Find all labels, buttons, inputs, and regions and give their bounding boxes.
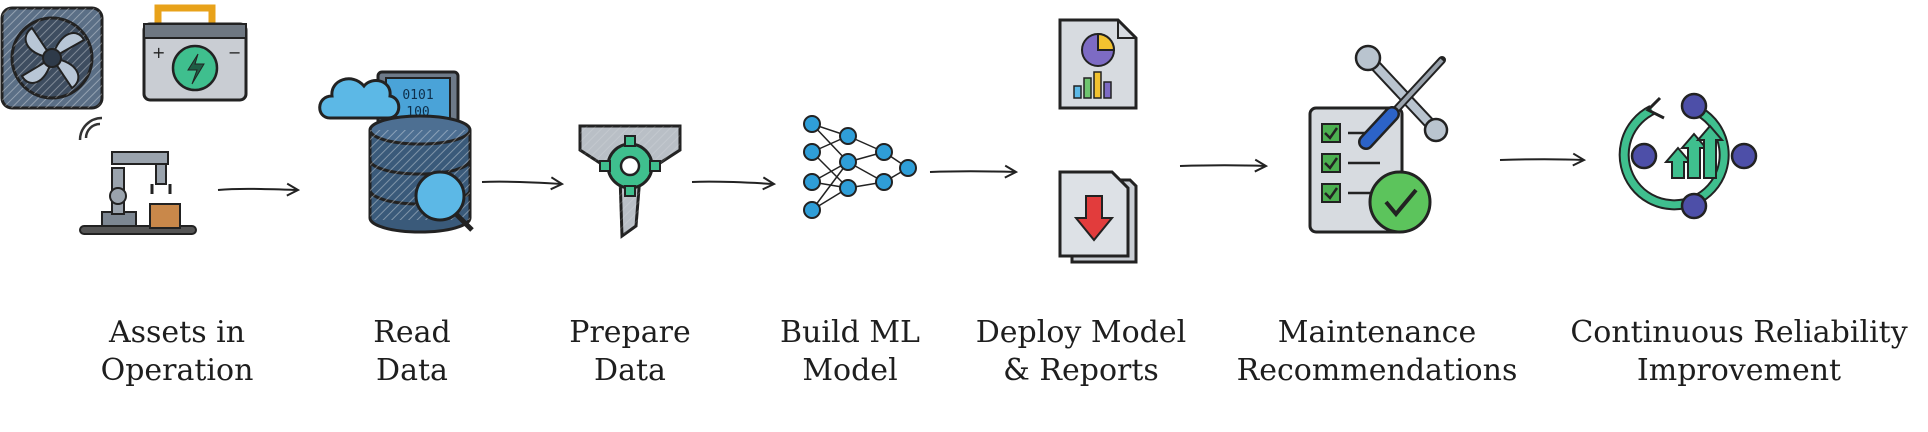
fan-icon [0, 6, 104, 110]
robot-arm-icon [78, 116, 197, 235]
battery-icon: + − [142, 4, 248, 102]
step-label-line: Assets in [108, 315, 246, 350]
step-label-maintenance-recommendations: Maintenance Recommendations [1222, 314, 1532, 390]
step-label-prepare-data: Prepare Data [560, 314, 700, 390]
flow-arrow [1179, 165, 1266, 166]
svg-text:−: − [228, 43, 241, 62]
step-label-line: Prepare [569, 315, 691, 350]
flow-arrow [929, 171, 1016, 172]
step-label-assets-in-operation: Assets in Operation [72, 314, 282, 390]
step-label-line: Build ML [780, 315, 920, 350]
flow-arrow [217, 189, 298, 190]
wrench-screwdriver-icon [1354, 44, 1449, 150]
step-label-line: Improvement [1636, 353, 1842, 388]
step-label-line: Data [594, 353, 666, 388]
flow-arrow [691, 182, 774, 184]
reports-icon [1058, 18, 1138, 264]
neural-network-icon [803, 115, 917, 219]
improvement-cycle-icon [1618, 92, 1758, 220]
step-label-line: Read [373, 315, 451, 350]
flow-arrow [1499, 159, 1584, 160]
flow-arrow [481, 182, 562, 184]
step-label-build-ml-model: Build ML Model [770, 314, 930, 390]
funnel-gear-icon [578, 124, 682, 239]
step-label-deploy-model-reports: Deploy Model & Reports [968, 314, 1194, 390]
step-label-line: Maintenance [1277, 315, 1477, 350]
checklist-tools-icon [1308, 44, 1449, 234]
step-label-line: Continuous Reliability [1570, 315, 1908, 350]
step-label-continuous-reliability-improvement: Continuous Reliability Improvement [1556, 314, 1922, 390]
database-cloud-icon: 0101 100 [318, 70, 474, 234]
step-label-line: Model [802, 353, 898, 388]
download-report-icon [1058, 170, 1138, 264]
step-label-line: Recommendations [1236, 353, 1518, 388]
step-label-line: & Reports [1003, 353, 1159, 388]
step-label-line: Operation [100, 353, 254, 388]
svg-text:+: + [152, 43, 165, 62]
industrial-assets-icon: + − [0, 4, 248, 235]
pie-chart-report-icon [1058, 18, 1138, 110]
step-label-line: Deploy Model [975, 315, 1187, 350]
step-label-read-data: Read Data [352, 314, 472, 390]
step-label-line: Data [376, 353, 448, 388]
screen-digits-1: 0101 [402, 88, 433, 103]
